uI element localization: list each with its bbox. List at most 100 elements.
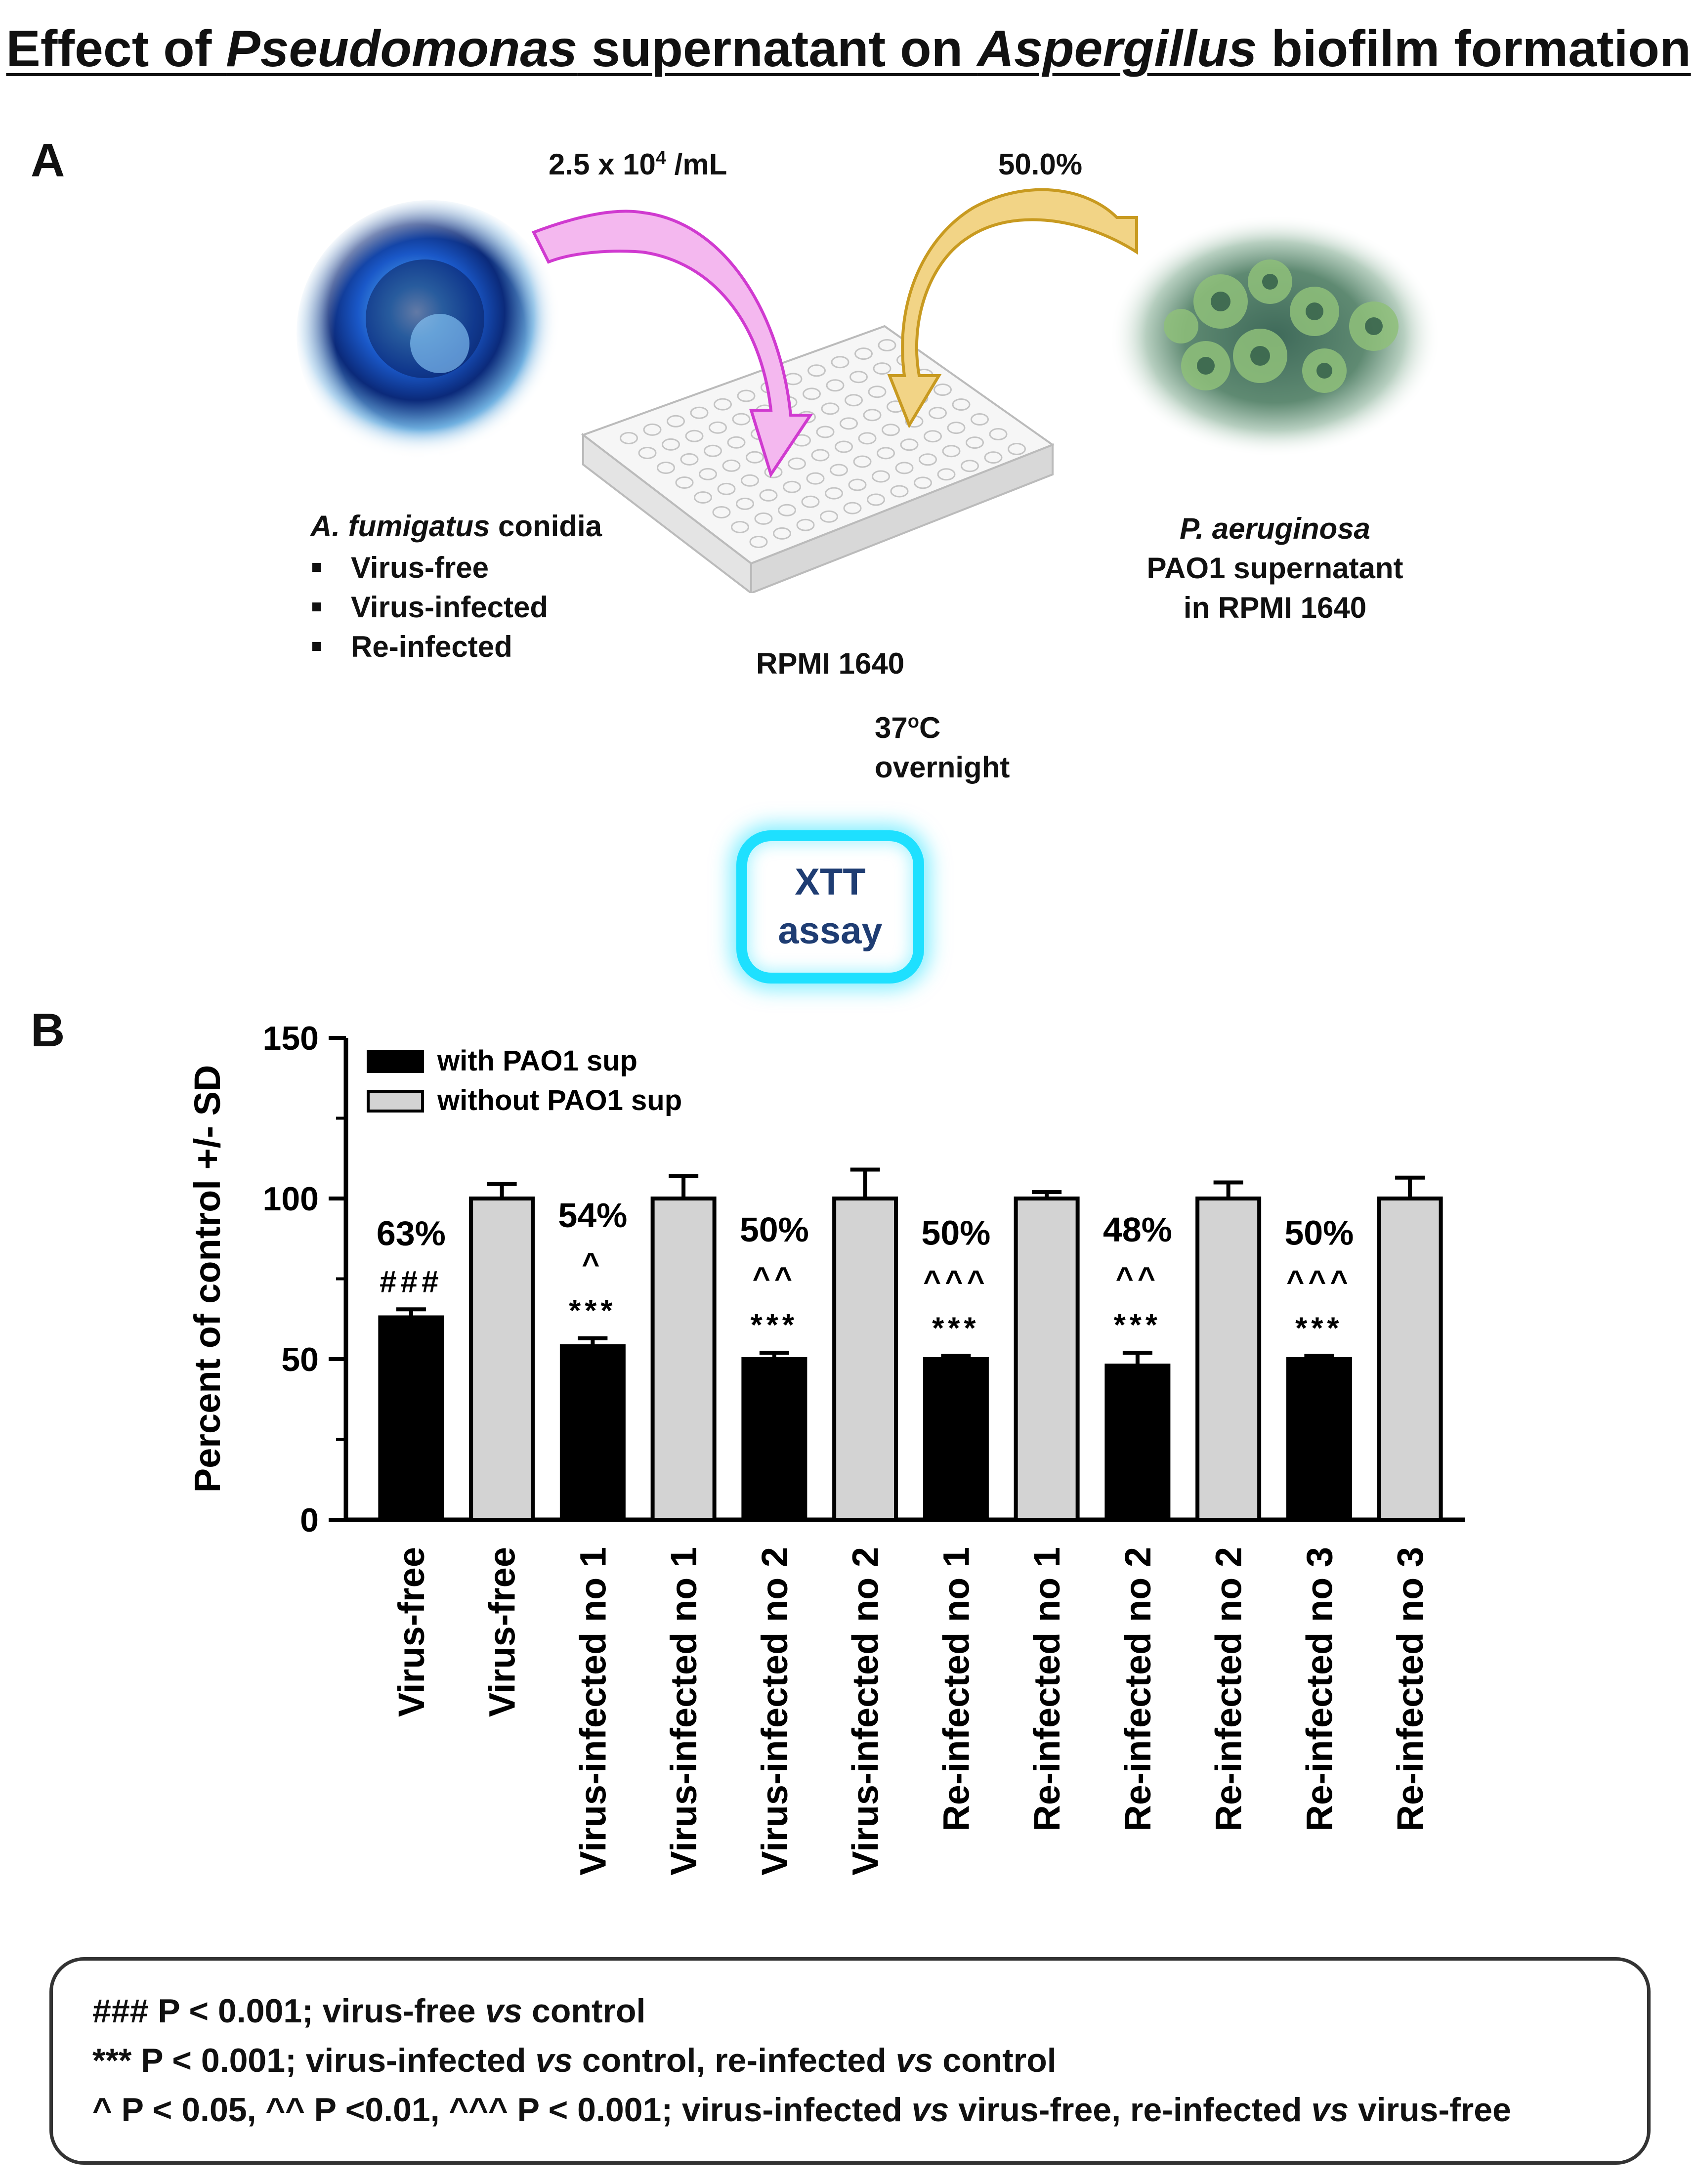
- plate-well: [741, 474, 759, 487]
- plate-well: [732, 413, 751, 426]
- bar: [832, 1197, 898, 1522]
- plate-well: [835, 440, 853, 453]
- plate-well: [801, 495, 820, 508]
- plate-well: [858, 432, 877, 445]
- fungus-strain-list: Virus-free Virus-infected Re-infected: [312, 548, 548, 666]
- bar: [559, 1344, 626, 1522]
- plate-well: [914, 476, 932, 489]
- plate-well: [853, 455, 872, 468]
- medium-label: RPMI 1640: [756, 647, 905, 680]
- significance-line-1: ### P < 0.001; virus-free vs control: [92, 1992, 646, 2030]
- plate-well: [736, 497, 754, 510]
- pink-arrow: [531, 210, 813, 478]
- bullet-icon: [312, 563, 321, 572]
- significance-legend: ### P < 0.001; virus-free vs control ***…: [49, 1957, 1651, 2165]
- plate-well: [796, 518, 815, 531]
- plate-well: [863, 409, 882, 422]
- bar: [469, 1197, 535, 1522]
- plate-well: [867, 493, 885, 506]
- plate-well: [773, 527, 791, 540]
- plate-well: [714, 398, 732, 411]
- plate-well: [872, 470, 890, 483]
- x-tick-label: Virus-infected no 1: [572, 1547, 613, 1876]
- conidia-dose: 2.5 x 104 /mL: [549, 148, 727, 181]
- bar-annotation: ***: [1295, 1312, 1343, 1346]
- plate-well: [722, 459, 741, 472]
- bar-annotation: ***: [1114, 1308, 1161, 1342]
- plate-well: [849, 371, 868, 384]
- plate-well: [961, 460, 979, 472]
- plate-well: [746, 451, 764, 464]
- plate-well: [924, 430, 942, 443]
- plate-well: [947, 422, 966, 434]
- legend-swatch-without: [367, 1090, 424, 1113]
- plate-well: [690, 406, 709, 419]
- plate-well: [731, 520, 749, 533]
- bar: [1104, 1364, 1171, 1522]
- plate-well: [843, 502, 862, 514]
- plate-well: [825, 487, 843, 500]
- plate-well: [685, 429, 704, 442]
- x-tick-label: Re-infected no 1: [1026, 1547, 1067, 1832]
- plate-well: [737, 389, 756, 402]
- bar-annotation: ^^: [1116, 1261, 1159, 1295]
- fungus-strain-item: Re-infected: [312, 627, 548, 666]
- legend-swatch-with: [367, 1050, 424, 1073]
- x-tick-label: Virus-free: [482, 1547, 523, 1717]
- bar: [1195, 1197, 1262, 1522]
- plate-well: [712, 506, 731, 518]
- plate-well: [709, 421, 727, 434]
- plate-well: [807, 364, 826, 377]
- aspergillus-conidia-image: [294, 198, 566, 470]
- significance-line-3: ^ P < 0.05, ^^ P <0.01, ^^^ P < 0.001; v…: [92, 2091, 1511, 2129]
- x-tick-label: Virus-infected no 2: [845, 1547, 886, 1876]
- plate-well: [662, 438, 680, 451]
- x-tick-label: Virus-free: [391, 1547, 432, 1717]
- plate-well: [783, 480, 801, 493]
- plate-well: [826, 379, 845, 392]
- fungus-strain-item: Virus-infected: [312, 587, 548, 627]
- plate-well: [816, 426, 835, 438]
- plate-well: [984, 451, 1003, 464]
- bar-annotation: ^: [582, 1247, 603, 1281]
- plate-well: [933, 384, 952, 396]
- bar-annotation: ^^^: [923, 1265, 989, 1299]
- x-tick-label: Re-infected no 3: [1390, 1547, 1431, 1832]
- y-tick-label: 150: [263, 1020, 319, 1057]
- bacteria-label: P. aeruginosa PAO1 supernatant in RPMI 1…: [1146, 512, 1403, 624]
- plate-well: [890, 485, 909, 498]
- plate-well: [694, 491, 712, 504]
- supernatant-percent: 50.0%: [998, 148, 1083, 181]
- plate-well: [878, 339, 896, 352]
- plate-well: [929, 407, 947, 420]
- x-tick-label: Virus-infected no 1: [663, 1547, 704, 1876]
- significance-line-2: *** P < 0.001; virus-infected vs control…: [92, 2042, 1057, 2079]
- figure-title: Effect of Pseudomonas supernatant on Asp…: [6, 20, 1691, 78]
- fungus-strain-item: Virus-free: [312, 548, 548, 587]
- plate-well: [848, 478, 867, 491]
- plate-well: [788, 457, 806, 470]
- bar: [1014, 1197, 1080, 1522]
- bar-annotation: ^^^: [1286, 1265, 1352, 1299]
- plate-well: [699, 468, 717, 480]
- plate-well: [643, 423, 662, 436]
- plate-well: [657, 461, 675, 474]
- bar-annotation: ***: [569, 1294, 616, 1328]
- plate-well: [868, 385, 887, 398]
- plate-well: [727, 436, 746, 449]
- bar-annotation: ***: [751, 1308, 798, 1342]
- x-tick-label: Re-infected no 2: [1117, 1547, 1158, 1832]
- bar-annotation: 48%: [1103, 1210, 1172, 1249]
- legend-label-with: with PAO1 sup: [437, 1045, 637, 1077]
- bar: [1286, 1357, 1352, 1522]
- bar-annotation: 50%: [921, 1214, 990, 1252]
- fungus-label: A. fumigatus conidia: [310, 510, 602, 543]
- plate-well: [759, 489, 778, 502]
- bar-annotation: ###: [380, 1265, 442, 1299]
- plate-well: [854, 347, 873, 360]
- panel-a-letter: A: [31, 134, 65, 187]
- gold-arrow: [887, 188, 1138, 428]
- plate-well: [620, 431, 638, 444]
- incubation-label: 37oC overnight: [875, 711, 1010, 784]
- plate-well: [942, 445, 961, 458]
